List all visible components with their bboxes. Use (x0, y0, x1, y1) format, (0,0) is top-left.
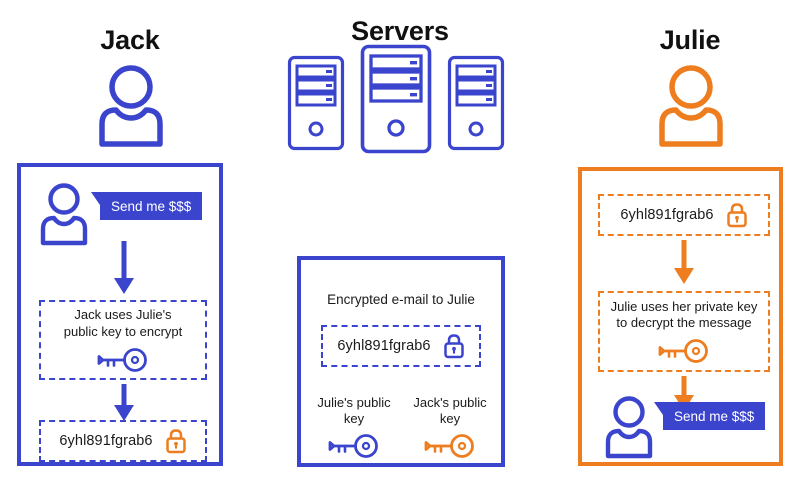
cipher-box-jack: 6yhl891fgrab6 (39, 420, 207, 462)
server-icon-center (360, 44, 432, 154)
lock-icon-server (443, 333, 465, 359)
ciphertext-julie: 6yhl891fgrab6 (620, 207, 714, 223)
panel-julie: 6yhl891fgrab6 Julie uses her pr (578, 167, 783, 466)
server-icon-left (287, 55, 345, 151)
step-box-jack-encrypt: Jack uses Julie's public key to encrypt (39, 300, 207, 380)
key-icon-julie-public-center (309, 433, 399, 459)
speech-bubble-julie: Send me $$$ (653, 402, 766, 430)
column-title-servers: Servers (351, 16, 449, 46)
arrow-down-icon-julie-1 (670, 239, 698, 287)
step-box-julie-decrypt: Julie uses her private key to decrypt th… (598, 291, 770, 372)
arrow-down-icon-jack-1 (110, 239, 138, 297)
server-icon-right (447, 55, 505, 151)
lock-icon-jack (165, 428, 187, 454)
cipher-box-julie: 6yhl891fgrab6 (598, 194, 770, 236)
person-icon-jack-header (88, 63, 174, 149)
panel-encrypted-email: Encrypted e-mail to Julie 6yhl891fgrab6 … (297, 256, 505, 467)
ciphertext-server: 6yhl891fgrab6 (337, 338, 431, 354)
key-entry-jack-public: Jack's public key (405, 395, 495, 459)
speech-bubble-jack: Send me $$$ (90, 192, 203, 220)
lock-icon-julie (726, 202, 748, 228)
key-icon-julie-public-left (97, 347, 149, 373)
key-label-julie-public: Julie's public key (317, 395, 391, 426)
person-icon-julie-header (648, 63, 734, 149)
panel-jack: Send me $$$ Jack uses Julie's public key… (17, 163, 223, 466)
column-title-julie: Julie (659, 25, 721, 55)
person-icon-jack-body (35, 183, 93, 247)
encrypted-email-heading: Encrypted e-mail to Julie (327, 292, 475, 307)
arrow-down-icon-jack-2 (110, 383, 138, 423)
cipher-box-server: 6yhl891fgrab6 (321, 325, 481, 367)
person-icon-julie-body (600, 396, 658, 460)
key-icon-jack-public-center (405, 433, 495, 459)
step-box-julie-decrypt-label: Julie uses her private key to decrypt th… (610, 298, 758, 330)
column-title-jack: Jack (100, 25, 160, 55)
ciphertext-jack: 6yhl891fgrab6 (59, 433, 153, 449)
step-box-jack-encrypt-label: Jack uses Julie's public key to encrypt (63, 307, 183, 339)
key-label-jack-public: Jack's public key (413, 395, 487, 426)
key-icon-julie-private (658, 338, 710, 364)
key-entry-julie-public: Julie's public key (309, 395, 399, 459)
